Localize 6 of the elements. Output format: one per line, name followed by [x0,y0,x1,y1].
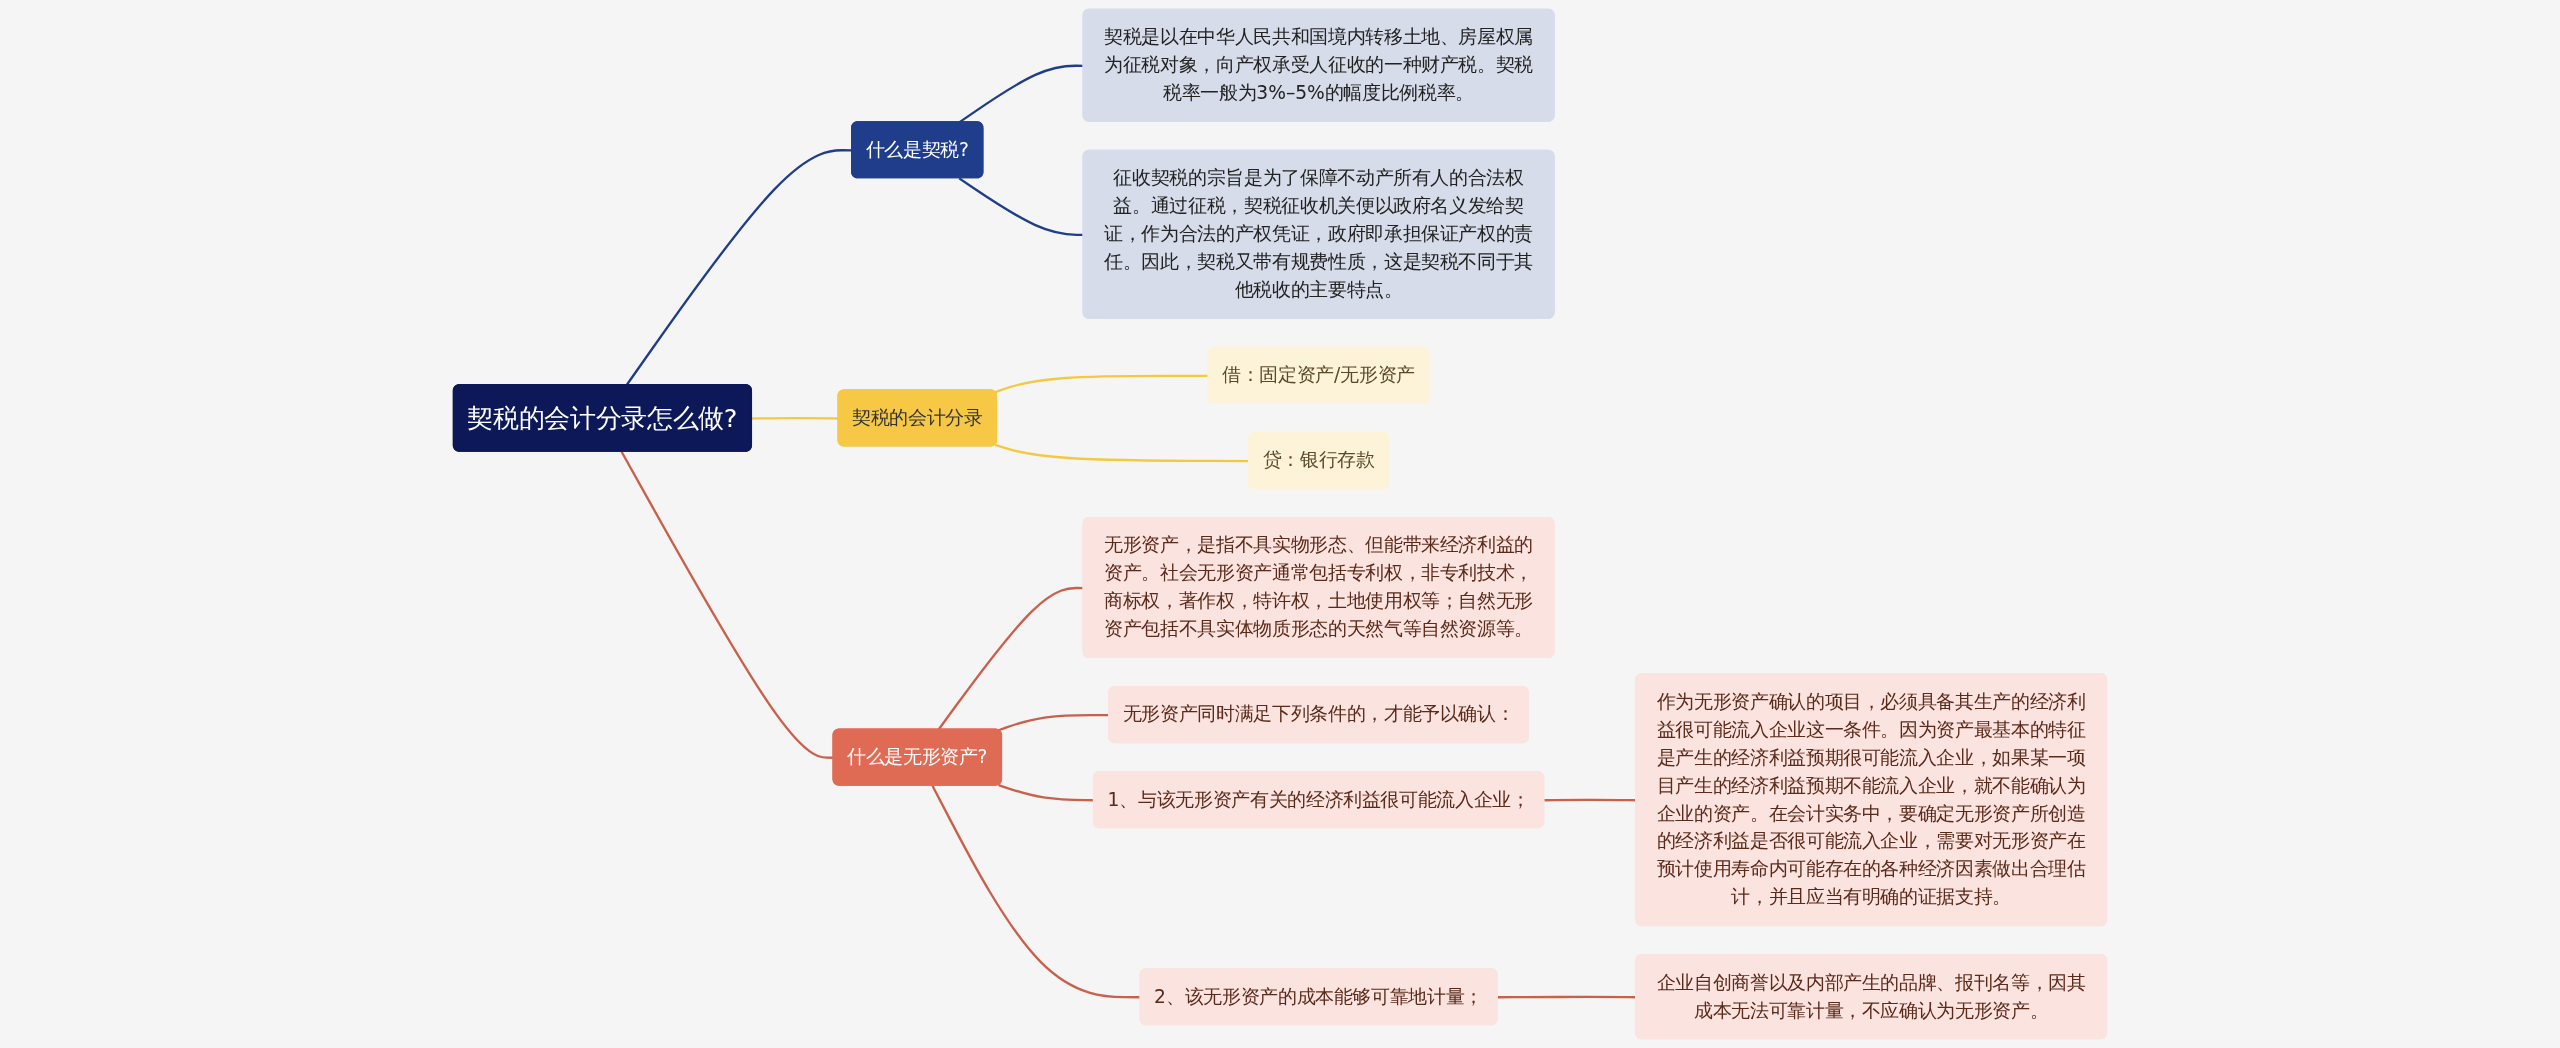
connector [994,374,1209,394]
connector [958,177,1084,237]
connector [752,416,839,420]
connector [620,451,834,759]
connector [937,586,1084,731]
connector [931,785,1141,999]
